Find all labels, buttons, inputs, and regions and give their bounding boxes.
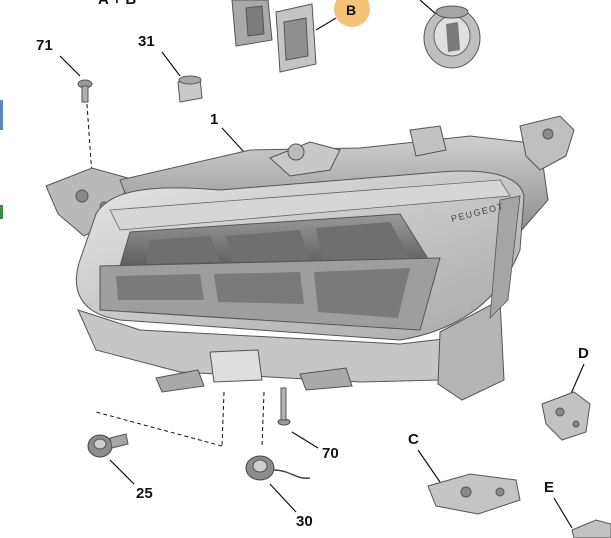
bracket-e-part <box>571 519 611 538</box>
label-d: D <box>578 345 589 362</box>
screw-71-part <box>77 79 93 103</box>
label-e: E <box>544 479 554 496</box>
label-70: 70 <box>322 445 339 462</box>
socket-25-part <box>87 433 129 458</box>
round-cover-part <box>419 0 481 69</box>
label-30: 30 <box>296 513 313 530</box>
label-71: 71 <box>36 37 53 54</box>
label-1: 1 <box>210 111 218 128</box>
label-a-plus-b: A + B <box>98 0 136 8</box>
label-c: C <box>408 431 419 448</box>
bracket-c-part <box>427 473 521 515</box>
nut-31-part <box>177 75 203 103</box>
socket-30-part <box>245 455 311 481</box>
screw-70-part <box>277 387 291 426</box>
bracket-d-part <box>541 391 591 441</box>
headlamp-assembly: PEUGEOT <box>45 115 575 401</box>
label-25: 25 <box>136 485 153 502</box>
left-edge-artifacts <box>0 100 3 219</box>
badge-b-label: B <box>346 2 356 18</box>
badge-b-circle <box>334 0 370 27</box>
bracket-top-part <box>231 0 317 73</box>
label-31: 31 <box>138 33 155 50</box>
